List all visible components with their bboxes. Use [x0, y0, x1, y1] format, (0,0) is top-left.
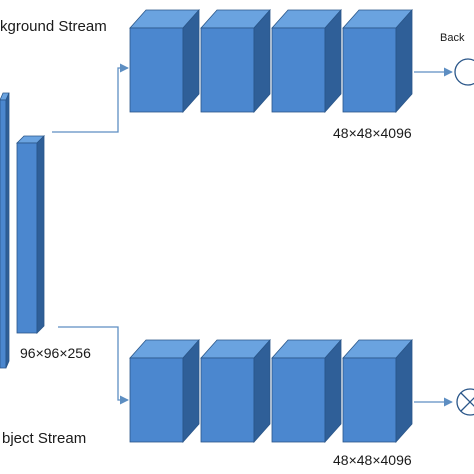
- object-stream-dims-label: 48×48×4096: [333, 452, 412, 468]
- object-stream-connector: [58, 326, 129, 405]
- background-stream-block-1: [129, 8, 200, 114]
- object-stream-block-4: [342, 338, 413, 444]
- object-stream-block-2: [200, 338, 271, 444]
- object-stream-block-3: [271, 338, 342, 444]
- background-stream-label: kground Stream: [0, 18, 107, 35]
- background-output-node: [454, 58, 474, 86]
- background-stream-dims-label: 48×48×4096: [333, 125, 412, 141]
- background-stream-block-3: [271, 8, 342, 114]
- object-stream-block-1: [129, 338, 200, 444]
- object-output-node: [456, 388, 474, 416]
- background-stream-block-4: [342, 8, 413, 114]
- background-output-label: Back: [440, 32, 465, 44]
- input-feature-block: [0, 92, 10, 369]
- background-stream-connector: [52, 63, 129, 133]
- conv-dims-label: 96×96×256: [20, 345, 91, 361]
- conv-feature-block: [16, 135, 45, 334]
- background-stream-block-2: [200, 8, 271, 114]
- object-stream-label: bject Stream: [2, 430, 87, 447]
